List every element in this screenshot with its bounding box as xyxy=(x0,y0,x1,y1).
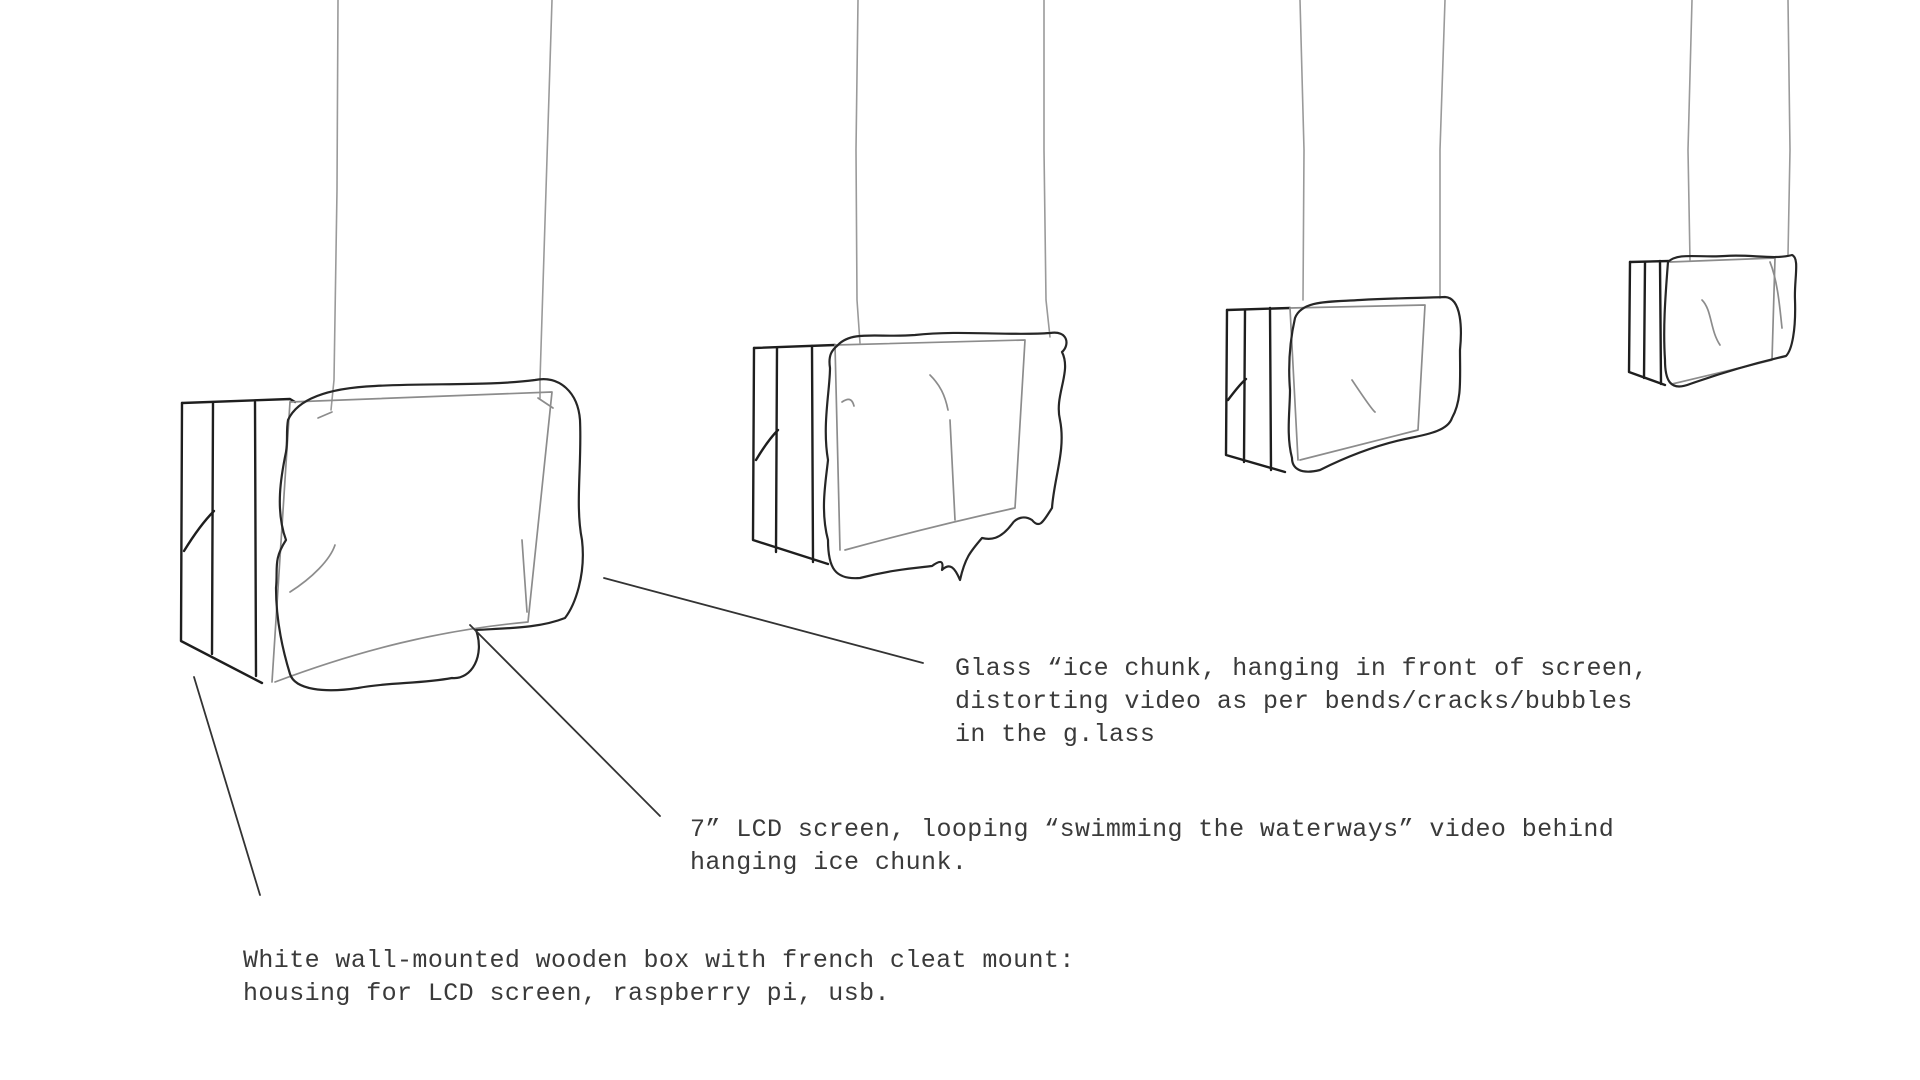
unit-1-lcd-screen xyxy=(272,392,552,682)
unit-4-ice-chunk xyxy=(1664,255,1796,387)
annotation-line: distorting video as per bends/cracks/bub… xyxy=(955,685,1648,718)
annotation-lcd-screen: 7” LCD screen, looping “swimming the wat… xyxy=(690,813,1614,879)
unit-2-lcd-screen xyxy=(835,340,1025,550)
annotation-wooden-box: White wall-mounted wooden box with frenc… xyxy=(243,944,1075,1010)
unit-2-strings xyxy=(856,0,1050,343)
annotation-line: 7” LCD screen, looping “swimming the wat… xyxy=(690,813,1614,846)
unit-2 xyxy=(753,0,1066,580)
unit-1-wooden-box xyxy=(181,399,295,683)
unit-2-wooden-box xyxy=(753,345,835,564)
annotation-line: hanging ice chunk. xyxy=(690,846,1614,879)
unit-3-lcd-screen xyxy=(1290,305,1425,460)
annotation-line: housing for LCD screen, raspberry pi, us… xyxy=(243,977,1075,1010)
leader-line-lcd xyxy=(470,625,660,816)
unit-3 xyxy=(1226,0,1461,472)
unit-4-lcd-screen xyxy=(1670,258,1775,384)
unit-1-strings xyxy=(331,0,552,410)
unit-3-ice-chunk xyxy=(1289,297,1461,472)
unit-1 xyxy=(181,0,583,690)
annotation-line: White wall-mounted wooden box with frenc… xyxy=(243,944,1075,977)
unit-2-ice-chunk xyxy=(824,333,1067,580)
unit-3-wooden-box xyxy=(1226,308,1290,472)
leader-line-box xyxy=(194,677,260,895)
unit-4-strings xyxy=(1688,0,1790,260)
annotation-line: in the g.lass xyxy=(955,718,1648,751)
unit-4 xyxy=(1629,0,1796,387)
annotation-line: Glass “ice chunk, hanging in front of sc… xyxy=(955,652,1648,685)
unit-3-strings xyxy=(1300,0,1445,300)
annotation-glass-ice-chunk: Glass “ice chunk, hanging in front of sc… xyxy=(955,652,1648,751)
leader-line-glass xyxy=(604,578,923,663)
